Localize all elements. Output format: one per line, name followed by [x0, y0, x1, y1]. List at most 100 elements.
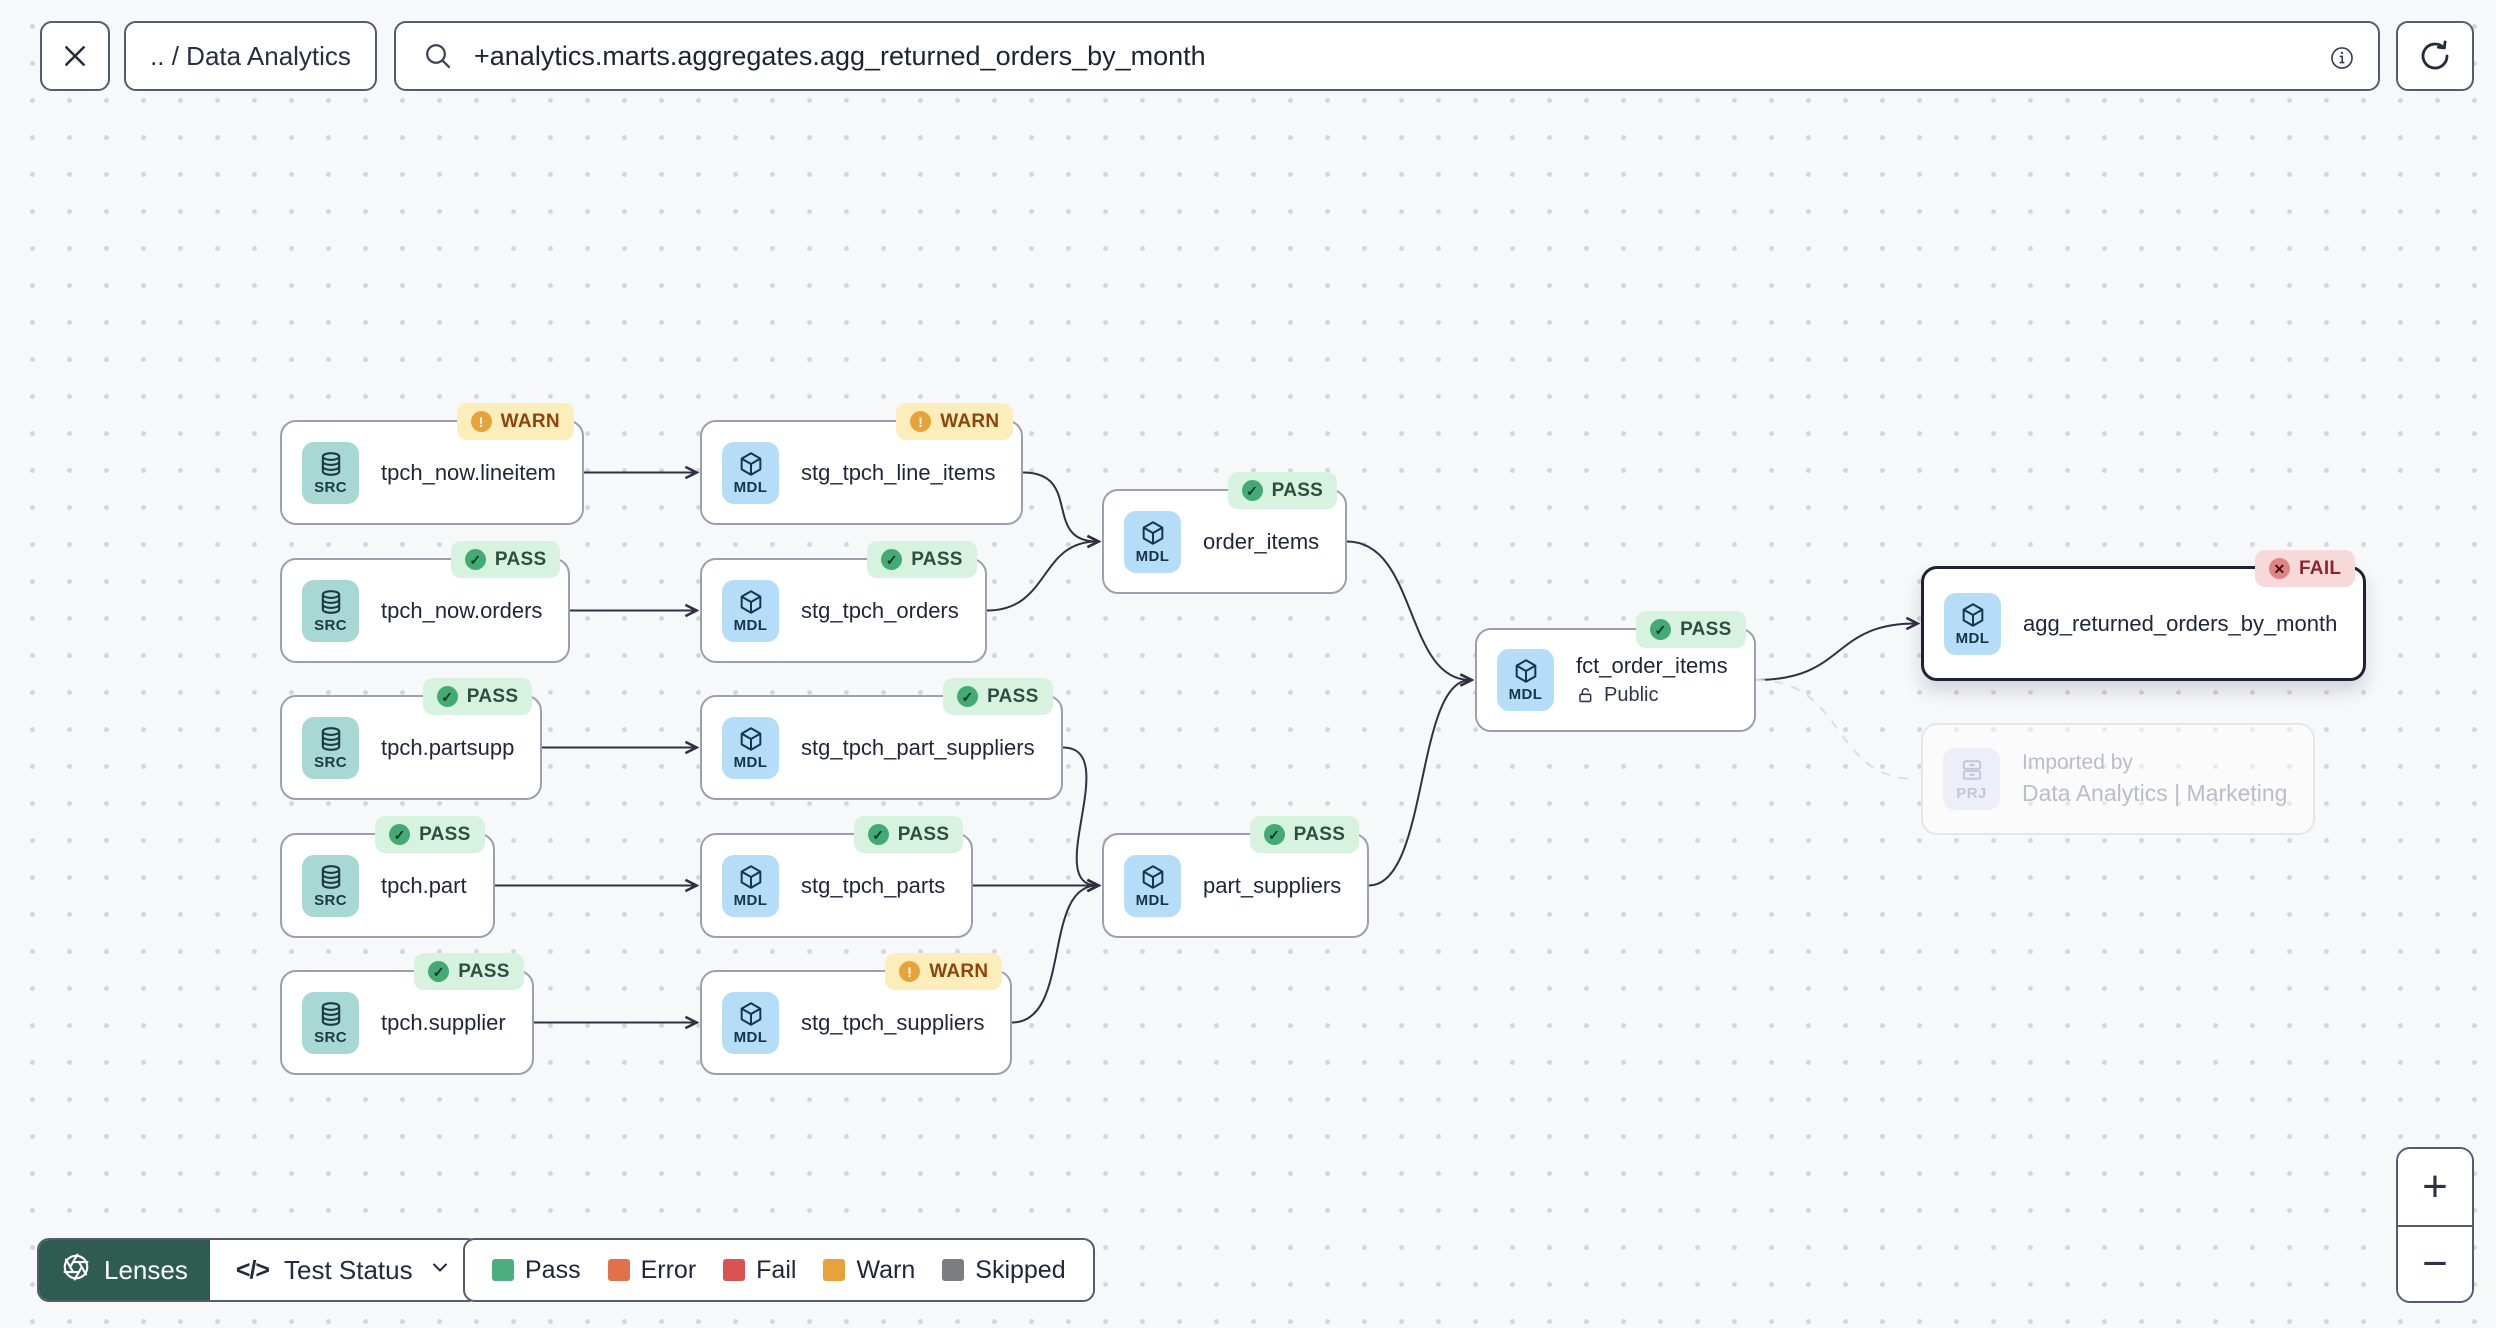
node-imported_by_project[interactable]: PRJ Imported by Data Analytics | Marketing	[1921, 723, 2316, 835]
src-type-chip: SRC	[302, 854, 359, 917]
node-label: stg_tpch_line_items	[801, 459, 996, 485]
edge-stg_tpch_orders-to-order_items	[986, 542, 1097, 612]
node-label: agg_returned_orders_by_month	[2023, 610, 2338, 636]
status-badge-warn: !WARN	[456, 403, 574, 440]
node-type-label: MDL	[733, 478, 768, 496]
node-label: order_items	[1203, 528, 1320, 554]
node-label: tpch.part	[381, 872, 467, 898]
node-order_items[interactable]: MDL order_items ✓PASS	[1102, 472, 1348, 594]
cube-icon	[740, 451, 761, 476]
status-icon: !	[899, 961, 921, 982]
chevron-down-icon	[428, 1255, 452, 1286]
edge-stg_tpch_suppliers-to-part_suppliers	[1011, 886, 1097, 1024]
node-type-label: MDL	[1135, 547, 1170, 565]
status-icon: ✓	[428, 961, 450, 982]
lock-open-icon	[1579, 688, 1592, 703]
status-icon: ✓	[464, 549, 486, 570]
lenses-group: Lenses </> Test Status	[37, 1238, 480, 1302]
node-stg_tpch_part_suppliers[interactable]: MDL stg_tpch_part_suppliers ✓PASS	[700, 678, 1063, 800]
edge-order_items-to-fct_order_items	[1346, 540, 1470, 681]
mdl-type-chip: MDL	[722, 441, 779, 504]
lens-selected-label: Test Status	[284, 1254, 413, 1285]
zoom-out-button[interactable]: −	[2398, 1225, 2472, 1301]
status-badge-pass: ✓PASS	[1249, 816, 1360, 853]
info-icon[interactable]	[2322, 38, 2362, 78]
aperture-icon	[61, 1252, 91, 1289]
status-icon: ✓	[389, 824, 411, 845]
status-icon: ✓	[867, 824, 889, 845]
legend-item-warn: Warn	[823, 1256, 915, 1285]
node-agg_returned_orders_by_month[interactable]: MDL agg_returned_orders_by_month ✕FAIL	[1921, 550, 2367, 681]
mdl-type-chip: MDL	[722, 854, 779, 917]
legend-label: Warn	[856, 1255, 916, 1284]
breadcrumb[interactable]: .. / Data Analytics	[124, 21, 377, 91]
status-badge-pass: ✓PASS	[414, 953, 524, 990]
status-badge-fail: ✕FAIL	[2254, 550, 2356, 587]
edge-stg_tpch_part_suppliers-to-part_suppliers	[1062, 746, 1097, 886]
status-badge-pass: ✓PASS	[1227, 472, 1338, 509]
mdl-type-chip: MDL	[1944, 592, 2001, 655]
lenses-button[interactable]: Lenses	[39, 1240, 210, 1300]
lenses-label: Lenses	[104, 1254, 188, 1285]
cube-icon	[1142, 520, 1163, 545]
status-icon: ✓	[881, 549, 903, 570]
status-badge-pass: ✓PASS	[1636, 611, 1746, 648]
node-part_suppliers[interactable]: MDL part_suppliers ✓PASS	[1102, 816, 1370, 938]
lens-selector[interactable]: </> Test Status	[209, 1240, 478, 1300]
status-badge-pass: ✓PASS	[867, 541, 977, 578]
search-input[interactable]	[472, 39, 2302, 73]
database-icon	[321, 589, 340, 614]
src-type-chip: SRC	[302, 716, 359, 779]
status-badge-pass: ✓PASS	[422, 678, 533, 715]
search-bar[interactable]	[394, 21, 2380, 91]
node-type-label: MDL	[1508, 686, 1543, 703]
refresh-button[interactable]	[2396, 21, 2474, 91]
node-label: part_suppliers	[1203, 872, 1342, 898]
node-tpch_part[interactable]: SRC tpch.part ✓PASS	[280, 816, 495, 938]
status-icon: ✓	[1241, 480, 1263, 501]
node-type-label: MDL	[733, 616, 768, 634]
node-label: stg_tpch_suppliers	[801, 1009, 985, 1035]
node-type-label: SRC	[314, 478, 347, 496]
node-label: fct_order_items	[1576, 653, 1728, 678]
status-badge-pass: ✓PASS	[943, 678, 1053, 715]
legend-item-error: Error	[607, 1256, 696, 1285]
zoom-in-button[interactable]: +	[2398, 1149, 2472, 1225]
src-type-chip: SRC	[302, 441, 359, 504]
node-tpch_now_lineitem[interactable]: SRC tpch_now.lineitem !WARN	[280, 403, 584, 525]
status-badge-pass: ✓PASS	[450, 541, 561, 578]
legend-item-fail: Fail	[723, 1256, 796, 1285]
status-icon: !	[470, 411, 492, 432]
status-icon: ✓	[436, 686, 458, 707]
legend-label: Pass	[525, 1255, 581, 1284]
node-type-label: MDL	[733, 753, 768, 771]
status-icon: !	[910, 411, 932, 432]
zoom-controls: + −	[2396, 1147, 2474, 1303]
node-label: stg_tpch_part_suppliers	[801, 734, 1035, 760]
close-button[interactable]	[40, 21, 110, 91]
cube-icon	[740, 726, 761, 751]
node-label: tpch_now.lineitem	[381, 459, 556, 485]
node-type-label: MDL	[1955, 629, 1990, 647]
status-icon: ✓	[1263, 824, 1285, 845]
refresh-icon	[2417, 38, 2453, 74]
status-badge-pass: ✓PASS	[375, 816, 485, 853]
prj-type-chip: PRJ	[1943, 748, 2000, 810]
cube-icon	[740, 864, 761, 889]
cube-icon	[1515, 659, 1536, 683]
legend-item-pass: Pass	[492, 1256, 581, 1285]
node-sublabel: Data Analytics | Marketing	[2022, 780, 2288, 806]
node-type-label: MDL	[1135, 891, 1170, 909]
node-label: Imported by	[2022, 751, 2133, 774]
status-badge-warn: !WARN	[885, 953, 1003, 990]
